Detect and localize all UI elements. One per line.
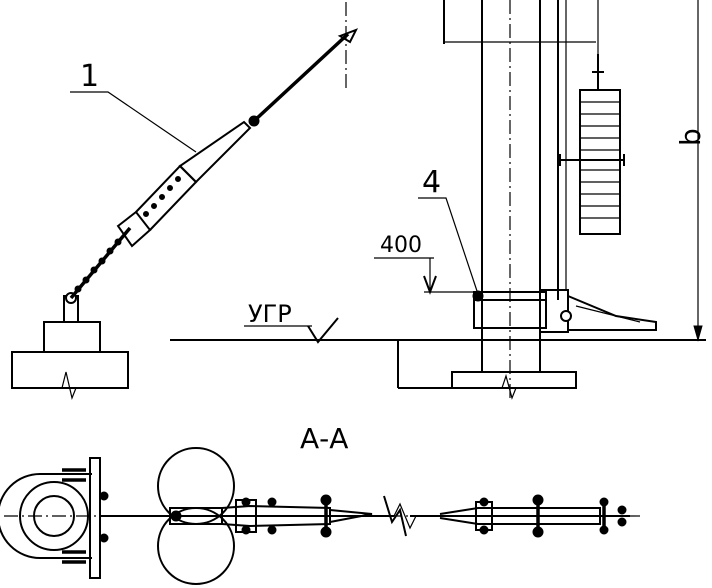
dim-b-label: b [674, 128, 707, 146]
dim-b-arrow [693, 325, 703, 342]
foundation-break-mark [40, 371, 100, 401]
callout-4-leader [418, 197, 479, 295]
base-clamp-frame [473, 291, 547, 329]
foundation-pedestal [43, 321, 101, 353]
mast-footing [451, 371, 577, 389]
mast-view: УГР b [170, 0, 707, 400]
callout-1-leader [70, 91, 197, 153]
brace-upper-rod [252, 32, 350, 123]
tensioner-thread-marks [143, 176, 181, 217]
brace-tensioner [116, 210, 152, 248]
mast-section-outer [19, 481, 89, 551]
dim-400-label: 400 [380, 233, 422, 258]
foundation-base [11, 351, 129, 389]
counterweight [579, 89, 621, 235]
counterweight-bar [558, 154, 625, 166]
section-aa-view: А-А [0, 422, 640, 585]
u-bolt-nuts [62, 468, 86, 564]
section-title: А-А [300, 422, 348, 455]
counterweight-hook [592, 54, 604, 90]
callout-4-label: 4 [422, 165, 441, 200]
rod-break-mark [383, 495, 407, 537]
callout-1-label: 1 [80, 59, 99, 94]
brace-sleeve [178, 120, 252, 184]
turnbuckle-body-2 [439, 507, 601, 525]
footing-break-mark [490, 373, 530, 400]
ground-level-arrow [307, 317, 339, 344]
top-clip [337, 28, 359, 44]
u-bolt [0, 473, 92, 559]
inclined-brace-view: 1 [11, 2, 359, 401]
clamp-plate [89, 457, 101, 579]
rod-thread-marks [74, 238, 122, 293]
base-brace-plate [567, 295, 657, 331]
ground-level-label: УГР [248, 300, 292, 328]
counterweight-plates [580, 101, 620, 219]
mast-section-inner [33, 495, 75, 537]
